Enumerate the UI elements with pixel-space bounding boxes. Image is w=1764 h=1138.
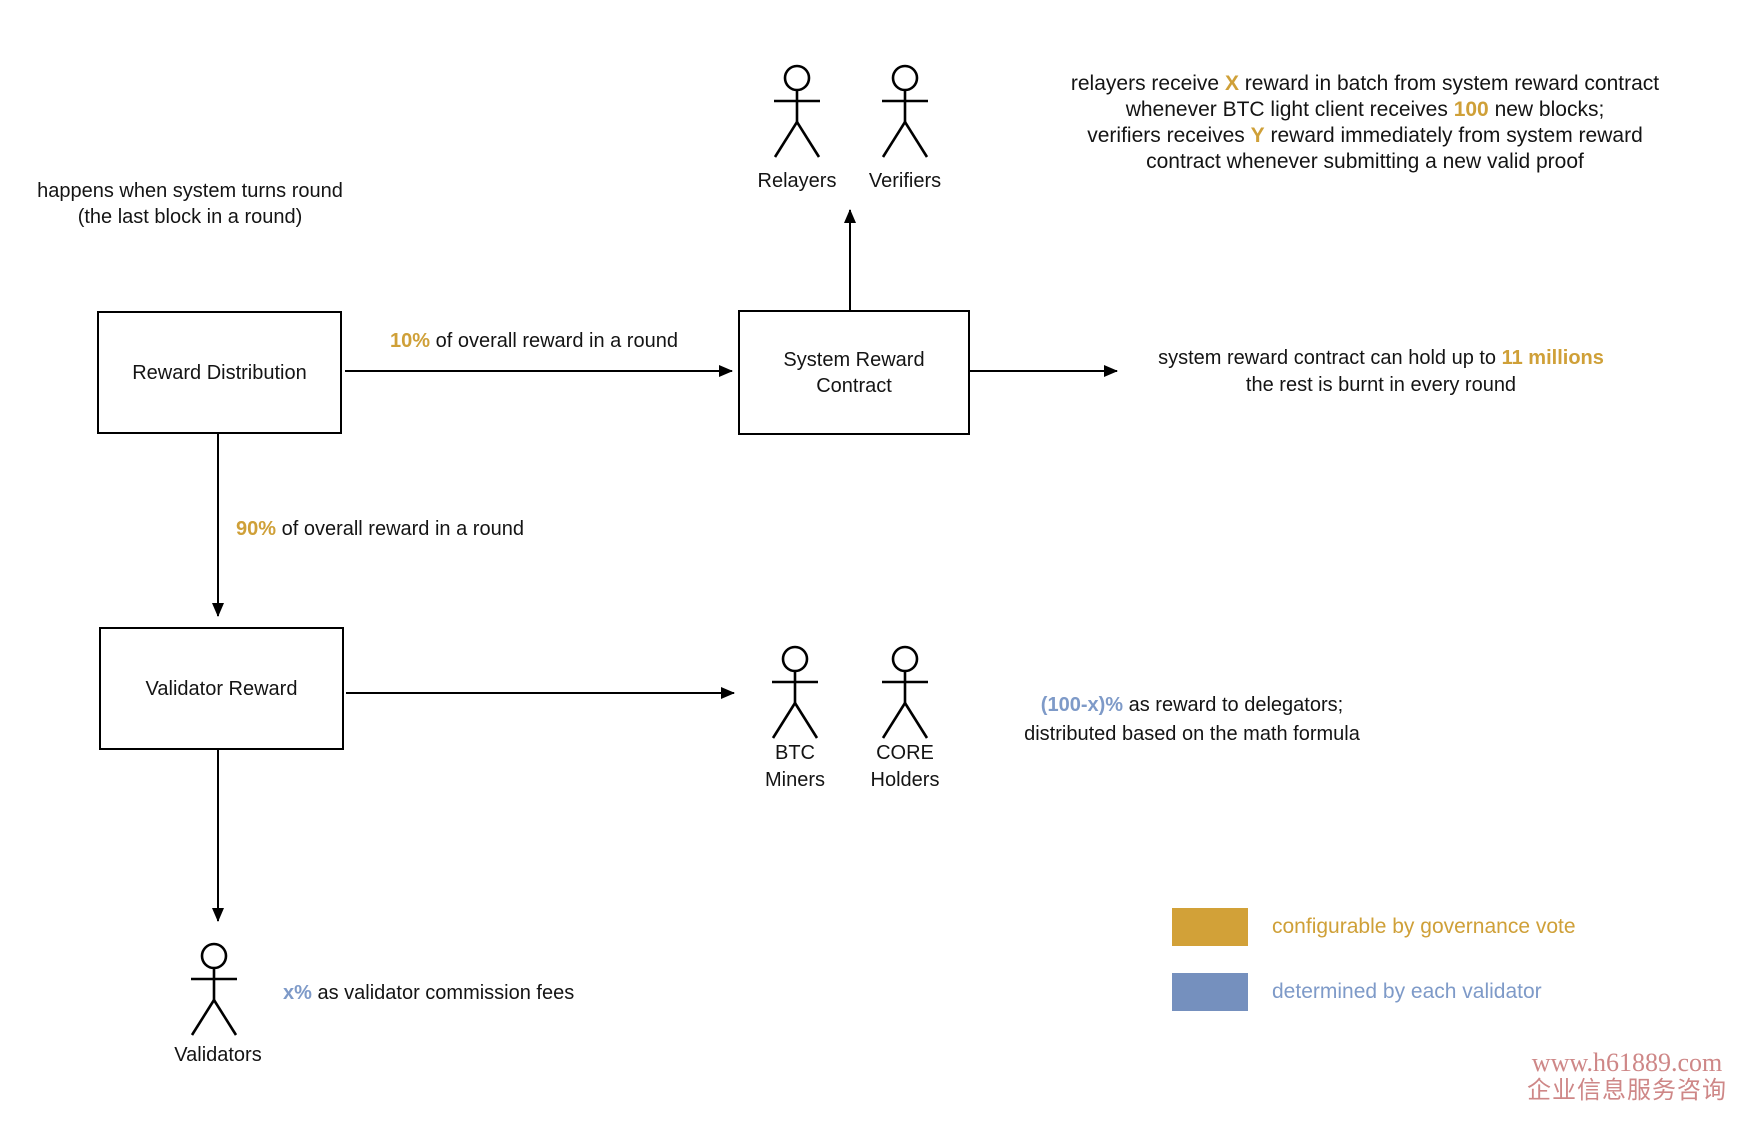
reward-distribution-box: Reward Distribution: [97, 311, 342, 434]
relayer-note-l1a: relayers receive: [1070, 72, 1225, 95]
hold-note: system reward contract can hold up to 11…: [1131, 345, 1631, 399]
system-reward-contract-label: System Reward Contract: [783, 348, 925, 397]
validators-label: Validators: [174, 1044, 262, 1066]
round-turn-note-line2: (the last block in a round): [77, 206, 303, 228]
relayer-note-l1b: X: [1224, 72, 1239, 95]
verifiers-actor-icon: [880, 64, 930, 159]
delegator-note-line1: (100-x)% as reward to delegators;: [892, 691, 1492, 720]
relayer-note-l1c: reward in batch from system reward contr…: [1238, 72, 1660, 95]
relayer-note-line4: contract whenever submitting a new valid…: [1146, 150, 1584, 173]
hold-note-l1a: system reward contract can hold up to: [1158, 347, 1502, 369]
system-reward-contract-box: System Reward Contract: [738, 310, 970, 435]
legend-governance-label: configurable by governance vote: [1272, 915, 1576, 938]
btc-miners-label-line2: Miners: [764, 769, 825, 791]
watermark-cjk: 企业信息服务咨询: [1527, 1078, 1727, 1104]
watermark-url: www.h61889.com: [1531, 1048, 1723, 1077]
commission-note: x% as validator commission fees: [283, 982, 574, 1005]
validator-reward-box: Validator Reward: [99, 627, 344, 750]
btc-miners-actor-icon: [770, 645, 820, 740]
90pct-value: 90%: [236, 518, 277, 540]
verifiers-label: Verifiers: [868, 170, 942, 192]
validator-reward-label: Validator Reward: [145, 677, 298, 700]
relayer-note-l3c: reward immediately from system reward: [1264, 124, 1643, 147]
core-holders-label-line2: Holders: [870, 769, 940, 791]
10pct-rest: of overall reward in a round: [430, 330, 678, 352]
edge-label-90pct: 90% of overall reward in a round: [236, 518, 524, 541]
relayer-note-l3a: verifiers receives: [1087, 124, 1251, 147]
blue-swatch: [1172, 973, 1248, 1011]
relayer-note-line1: relayers receive X reward in batch from …: [1015, 71, 1715, 97]
commission-value: x%: [283, 982, 312, 1004]
round-turn-note: happens when system turns round (the las…: [20, 178, 360, 230]
btc-miners-label: BTC Miners: [745, 740, 845, 794]
core-holders-label-line1: CORE: [876, 742, 934, 764]
delegator-note-line2: distributed based on the math formula: [1024, 723, 1360, 745]
90pct-rest: of overall reward in a round: [276, 518, 524, 540]
relayers-label: Relayers: [757, 170, 837, 192]
commission-rest: as validator commission fees: [311, 982, 575, 1004]
hold-note-line2: the rest is burnt in every round: [1245, 374, 1517, 396]
delegator-note-l1b: as reward to delegators;: [1123, 694, 1344, 716]
relayer-note-l3b: Y: [1250, 124, 1265, 147]
core-holders-label: CORE Holders: [855, 740, 955, 794]
delegator-note-l1a: (100-x)%: [1040, 694, 1124, 716]
validators-actor-icon: [189, 942, 239, 1037]
btc-miners-label-line1: BTC: [775, 742, 815, 764]
relayer-note-line2: whenever BTC light client receives 100 n…: [1015, 97, 1715, 123]
legend-governance: configurable by governance vote: [1172, 908, 1576, 946]
relayer-note-l2b: 100: [1453, 98, 1489, 121]
relayer-note-l2c: new blocks;: [1488, 98, 1605, 121]
legend-validator-label: determined by each validator: [1272, 980, 1542, 1003]
hold-note-l1b: 11 millions: [1501, 347, 1604, 369]
hold-note-line1: system reward contract can hold up to 11…: [1131, 345, 1631, 372]
reward-distribution-label: Reward Distribution: [132, 361, 307, 384]
gold-swatch: [1172, 908, 1248, 946]
relayer-note-l2a: whenever BTC light client receives: [1125, 98, 1454, 121]
legend-validator: determined by each validator: [1172, 973, 1542, 1011]
relayer-note-line3: verifiers receives Y reward immediately …: [1015, 123, 1715, 149]
10pct-value: 10%: [390, 330, 431, 352]
edge-label-10pct: 10% of overall reward in a round: [352, 330, 716, 353]
watermark: www.h61889.com 企业信息服务咨询: [1487, 1048, 1764, 1106]
round-turn-note-line1: happens when system turns round: [37, 180, 343, 202]
relayers-actor-icon: [772, 64, 822, 159]
delegator-note: (100-x)% as reward to delegators; distri…: [892, 691, 1492, 749]
relayer-verifier-note: relayers receive X reward in batch from …: [1015, 71, 1715, 175]
